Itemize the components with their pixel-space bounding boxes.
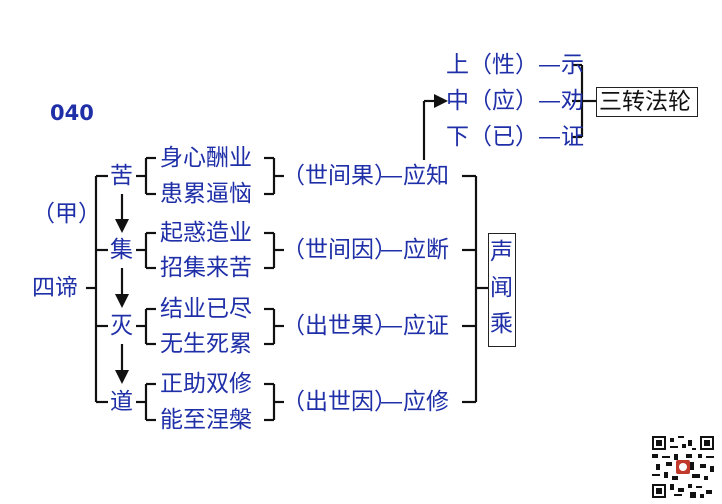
- turning-lower: 下（已）—证: [446, 124, 584, 150]
- truth-name-suffering: 苦: [110, 163, 133, 189]
- root-label: 四谛: [32, 275, 78, 301]
- arrow-down-icon: [115, 294, 129, 308]
- truth-item: 能至涅槃: [160, 407, 252, 433]
- truth-category: （出世果）: [282, 313, 397, 339]
- truth-item: 结业已尽: [160, 296, 252, 322]
- root-paren-label: （甲）: [32, 201, 101, 227]
- truth-item: 无生死累: [160, 331, 252, 357]
- page-number: 040: [50, 101, 94, 125]
- truth-item: 招集来苦: [160, 255, 252, 281]
- arrow-down-icon: [115, 370, 129, 384]
- truth-item: 身心酬业: [160, 145, 252, 171]
- truth-item: 患累逼恼: [160, 181, 252, 207]
- truth-item: 正助双修: [160, 371, 252, 397]
- truth-action: —应断: [380, 237, 449, 263]
- vehicle-char: 声: [490, 239, 513, 265]
- vehicle-char: 闻: [490, 275, 513, 301]
- truth-name-cessation: 灭: [110, 313, 133, 339]
- vehicle-char: 乘: [490, 311, 513, 337]
- truth-action: —应证: [380, 313, 449, 339]
- truth-category: （出世因）: [282, 389, 397, 415]
- dharma-wheel-box: 三转法轮: [596, 87, 698, 117]
- arrow-down-icon: [115, 219, 129, 233]
- truth-action: —应修: [380, 389, 449, 415]
- vehicle-box: 声 闻 乘: [488, 233, 516, 347]
- dharma-wheel-label: 三转法轮: [599, 89, 691, 115]
- turning-middle: 中（应）—劝: [446, 88, 584, 114]
- truth-category: （世间因）: [282, 237, 397, 263]
- qr-code-icon: [652, 436, 714, 498]
- truth-name-origin: 集: [110, 237, 133, 263]
- turning-upper: 上（性）—示: [446, 52, 584, 78]
- truth-item: 起惑造业: [160, 220, 252, 246]
- arrow-right-icon: [434, 94, 448, 108]
- truth-category: （世间果）: [282, 163, 397, 189]
- truth-name-path: 道: [110, 389, 133, 415]
- truth-action: —应知: [380, 163, 449, 189]
